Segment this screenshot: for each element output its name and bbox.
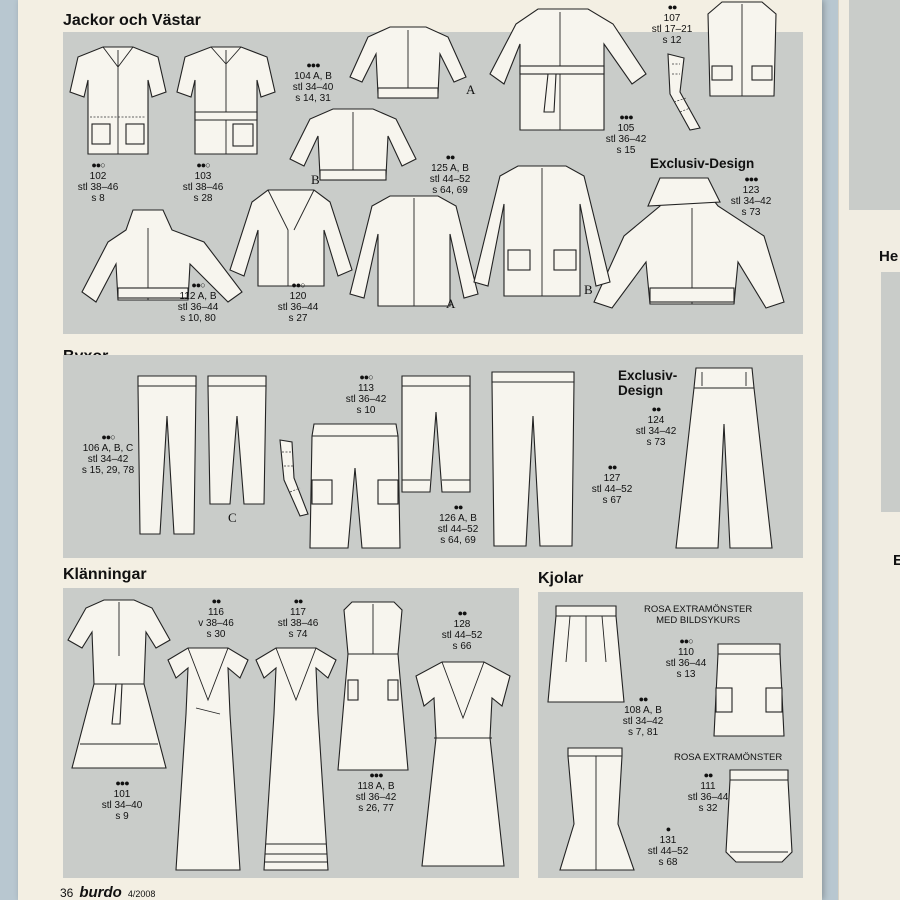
garment-105-drawing xyxy=(488,4,648,134)
dress-101-drawing xyxy=(66,596,172,776)
adjacent-heading-2: E xyxy=(893,552,900,569)
garment-104b-drawing xyxy=(288,104,418,186)
garment-103-drawing xyxy=(175,42,277,160)
adjacent-heading-1: He xyxy=(879,248,899,265)
section-title-klanningar: Klänningar xyxy=(63,566,147,583)
garment-125a-drawing xyxy=(348,194,480,308)
dress-118-drawing xyxy=(336,598,410,774)
rosa-extramonster: ROSA EXTRAMÖNSTER xyxy=(674,752,783,763)
page-number: 36 xyxy=(60,886,74,900)
page-footer: 36 burdo 4/2008 xyxy=(60,884,155,900)
garment-125b-drawing xyxy=(472,164,612,298)
variant-letter-b-2: B xyxy=(584,282,593,297)
pants-124-drawing xyxy=(674,364,774,552)
skirt-110-drawing xyxy=(712,640,786,740)
pants-106c-drawing xyxy=(204,372,270,508)
catalog-page: Jackor och Västar Byxor Klänningar Kjola… xyxy=(18,0,822,900)
exclusiv-design-byxor: Exclusiv- Design xyxy=(618,368,678,398)
adjacent-page: He E xyxy=(838,0,900,900)
dress-128-drawing xyxy=(412,658,514,870)
variant-letter-a-2: A xyxy=(446,296,456,311)
skirt-111-drawing xyxy=(724,766,794,866)
adjacent-panel-1 xyxy=(849,0,900,210)
pants-126b-drawing xyxy=(488,368,578,550)
variant-letter-a: A xyxy=(466,82,476,97)
garment-104a-drawing xyxy=(348,22,468,104)
scarf-107-drawing xyxy=(660,52,710,132)
exclusiv-design-jackor: Exclusiv-Design xyxy=(650,156,755,171)
garment-123-drawing xyxy=(588,176,786,316)
garment-102-drawing xyxy=(68,42,168,160)
section-title-kjolar: Kjolar xyxy=(538,570,584,587)
variant-letter-b: B xyxy=(311,172,320,187)
issue-number: 4/2008 xyxy=(127,889,156,899)
brand-logo: burdo xyxy=(79,884,122,900)
dress-116-drawing xyxy=(166,644,250,874)
variant-letter-c: C xyxy=(228,510,237,525)
pants-126a-drawing xyxy=(398,372,474,496)
rosa-extramonster-bildsykurs: ROSA EXTRAMÖNSTER MED BILDSYKURS xyxy=(644,604,753,626)
pants-106-drawing xyxy=(134,372,200,538)
skirt-108-drawing xyxy=(546,602,626,706)
skirt-131-drawing xyxy=(558,744,636,874)
vest-107-drawing xyxy=(702,0,782,100)
belt-113-drawing xyxy=(274,438,314,518)
garment-112-drawing xyxy=(78,208,244,310)
section-title-jackor: Jackor och Västar xyxy=(63,12,201,29)
garment-120-drawing xyxy=(228,186,354,288)
pants-113-drawing xyxy=(306,420,404,552)
adjacent-panel-2 xyxy=(881,272,900,512)
dress-117-drawing xyxy=(254,644,338,874)
